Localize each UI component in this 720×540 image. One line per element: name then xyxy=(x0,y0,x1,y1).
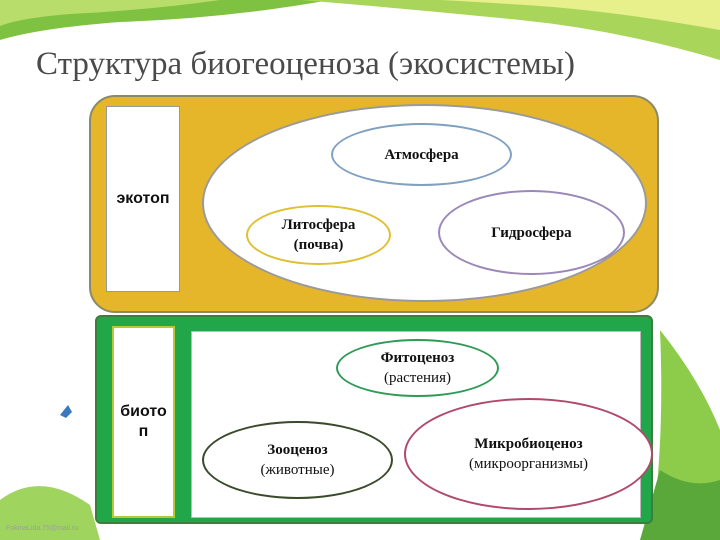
biotope-label: биото п xyxy=(112,326,175,518)
phytocenosis-oval: Фитоценоз (растения) xyxy=(336,339,499,397)
phytocenosis-sublabel: (растения) xyxy=(384,370,451,386)
hydrosphere-label: Гидросфера xyxy=(491,224,572,241)
atmosphere-label: Атмосфера xyxy=(384,146,459,163)
lithosphere-sublabel: (почва) xyxy=(293,237,344,253)
atmosphere-oval: Атмосфера xyxy=(331,123,512,186)
phytocenosis-label: Фитоценоз xyxy=(380,350,455,366)
zoocenosis-sublabel: (животные) xyxy=(260,462,335,478)
lithosphere-oval: Литосфера (почва) xyxy=(246,205,391,265)
footer-email: FokinaLida.75@mail.ru xyxy=(6,525,79,532)
zoocenosis-oval: Зооценоз (животные) xyxy=(202,421,393,499)
ecotope-label: экотоп xyxy=(106,106,180,292)
lithosphere-label: Литосфера xyxy=(281,217,356,233)
page-title: Структура биогеоценоза (экосистемы) xyxy=(36,46,575,82)
microbiocenosis-oval: Микробиоценоз (микроорганизмы) xyxy=(404,398,653,510)
microbiocenosis-label: Микробиоценоз xyxy=(474,436,583,452)
microbiocenosis-sublabel: (микроорганизмы) xyxy=(469,456,588,472)
hydrosphere-oval: Гидросфера xyxy=(438,190,625,275)
zoocenosis-label: Зооценоз xyxy=(267,442,328,458)
